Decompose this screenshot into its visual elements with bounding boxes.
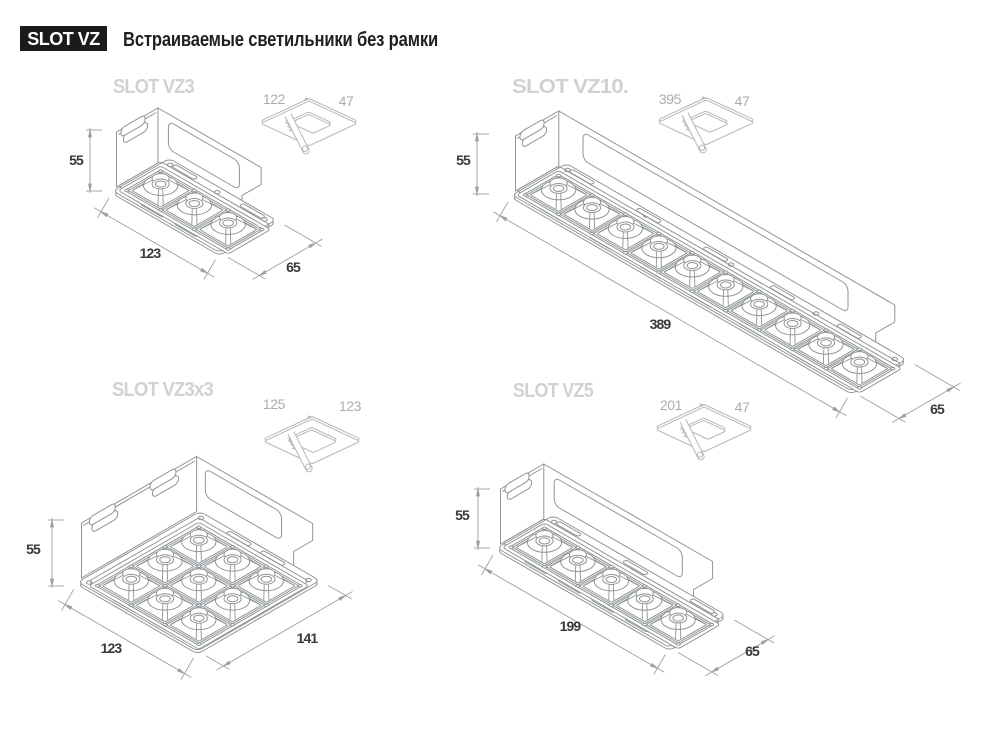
dim-width-vz3x3: 141 [297, 630, 319, 646]
cutout-width-vz10: 47 [735, 93, 750, 109]
cell-array [124, 169, 265, 251]
dim-length-vz10: 389 [650, 316, 672, 332]
drawing-vz10 [473, 96, 961, 423]
dim-height-vz3x3: 55 [26, 541, 41, 557]
cell-array [522, 173, 896, 390]
optic-cells [508, 526, 715, 646]
dim-length-vz3x3: 123 [101, 640, 123, 656]
dim-height-vz5: 55 [455, 507, 470, 523]
housing-body [116, 107, 262, 228]
ceiling-cutout-icon [656, 403, 752, 461]
ceiling-cutout-icon [658, 96, 754, 154]
dim-length-vz5: 199 [560, 618, 582, 634]
cutout-length-vz3x3: 125 [263, 396, 286, 412]
product-title-vz5: SLOT VZ5 [513, 380, 594, 402]
cutout-width-vz3: 47 [339, 93, 354, 109]
cell-array [508, 526, 715, 646]
dim-length-vz3: 123 [140, 245, 162, 261]
page-title: Встраиваемые светильники без рамки [123, 29, 439, 51]
cutout-width-vz5: 47 [735, 399, 750, 415]
dim-height-vz3: 55 [69, 152, 84, 168]
product-title-vz10: SLOT VZ10. [512, 76, 628, 98]
brand-badge: SLOT VZ [20, 26, 107, 51]
product-title-vz3x3: SLOT VZ3x3 [112, 379, 214, 401]
cutout-width-vz3x3: 123 [339, 398, 362, 414]
dim-width-vz10: 65 [930, 401, 945, 417]
housing-body [500, 463, 714, 622]
dim-height-vz10: 55 [456, 152, 471, 168]
housing-body [81, 455, 314, 584]
cutout-length-vz10: 395 [659, 91, 682, 107]
ceiling-cutout-icon [264, 415, 360, 473]
dimension-lines [86, 128, 323, 280]
dim-width-vz3: 65 [286, 259, 301, 275]
cutout-length-vz5: 201 [660, 397, 683, 413]
dimension-lines [473, 132, 961, 423]
ceiling-cutout-icon [261, 97, 357, 155]
optic-cells [124, 169, 265, 251]
optic-cells [522, 173, 896, 390]
optic-cells [94, 525, 303, 646]
housing-body [515, 110, 896, 365]
dim-width-vz5: 65 [745, 643, 760, 659]
dimension-lines [48, 518, 353, 680]
product-title-vz3: SLOT VZ3 [113, 76, 195, 98]
drawing-vz5 [474, 403, 776, 677]
cutout-length-vz3: 122 [263, 91, 286, 107]
cell-array [94, 525, 303, 646]
drawing-vz3x3 [48, 415, 360, 680]
dimension-lines [474, 487, 776, 677]
drawing-vz3 [86, 97, 357, 280]
